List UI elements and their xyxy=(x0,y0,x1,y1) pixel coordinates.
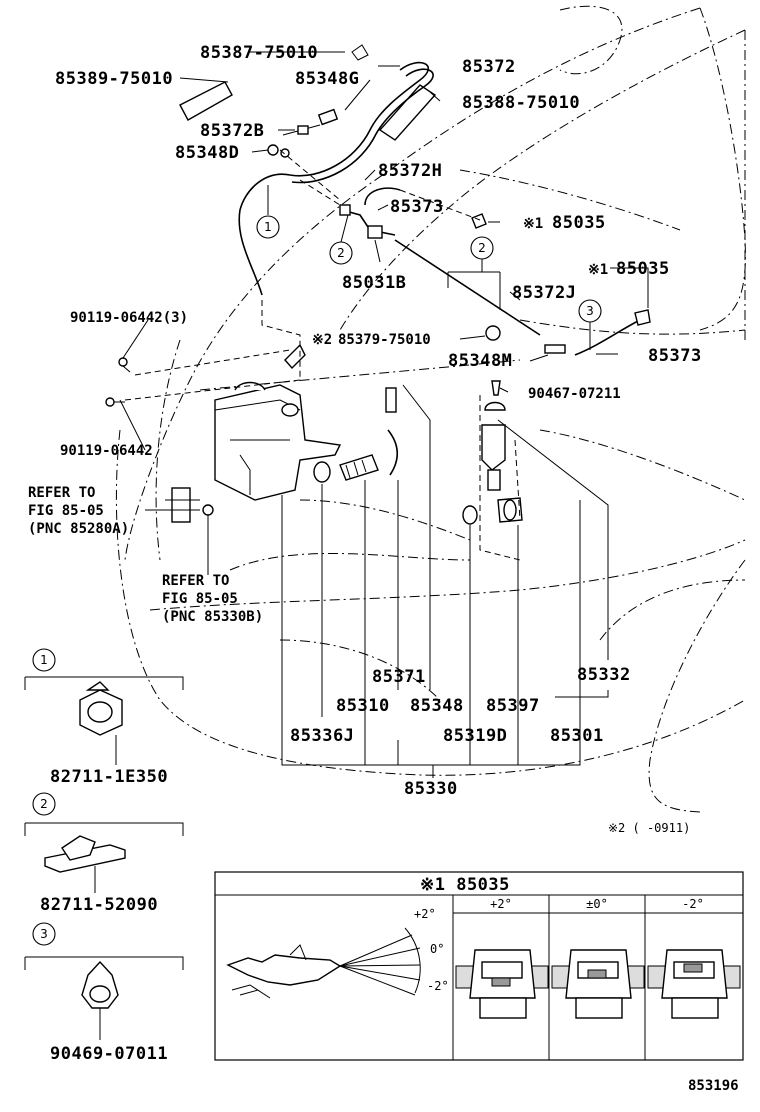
label-90467-07211: 90467-07211 xyxy=(528,386,621,402)
label-85389-75010: 85389-75010 xyxy=(55,69,173,89)
callout-1: 1 xyxy=(256,185,280,239)
label-85372B: 85372B xyxy=(200,121,264,141)
svg-text:2: 2 xyxy=(40,797,48,811)
svg-text:3: 3 xyxy=(586,304,594,318)
label-85319D: 85319D xyxy=(443,726,507,746)
label-85031B: 85031B xyxy=(342,273,406,293)
connector-85372B xyxy=(282,124,321,136)
label-85035-upper: 85035 xyxy=(552,213,606,233)
clip-82711-52090-drawing xyxy=(44,835,126,873)
svg-text:1: 1 xyxy=(40,653,48,667)
label-85310: 85310 xyxy=(336,696,390,716)
label-85348: 85348 xyxy=(410,696,464,716)
inset-angle-plus2: +2° xyxy=(414,907,436,921)
clip-90469-07011-drawing xyxy=(81,960,119,1009)
washer-nozzle-85035-right xyxy=(634,309,651,326)
label-85397: 85397 xyxy=(486,696,540,716)
svg-text:3: 3 xyxy=(40,927,48,941)
clip-82711-1E350-drawing xyxy=(79,681,123,736)
svg-text:2: 2 xyxy=(478,241,486,255)
level-sensor-85332 xyxy=(481,401,506,491)
label-85372: 85372 xyxy=(462,57,516,77)
joint-85031B xyxy=(339,204,383,239)
refer-85280A-line1: REFER TO xyxy=(28,485,95,501)
grommet-85336J xyxy=(313,461,331,483)
hose-85372H xyxy=(364,187,401,206)
label-85373-right: 85373 xyxy=(648,346,702,366)
inset-col-minus2: -2° xyxy=(682,897,704,911)
label-85332: 85332 xyxy=(577,665,631,685)
label-85379-75010: 85379-75010 xyxy=(338,332,431,348)
refer-85280A-line3: (PNC 85280A) xyxy=(28,521,129,537)
motor-85397 xyxy=(497,497,523,523)
washer-tank-85301 xyxy=(214,343,342,501)
figure-id: 853196 xyxy=(688,1078,739,1094)
label-85371: 85371 xyxy=(372,667,426,687)
clip-panel-2: 2 82711-52090 xyxy=(24,792,184,915)
label-90119-06442-3: 90119-06442(3) xyxy=(70,310,188,326)
hose-85372J xyxy=(394,239,541,336)
label-85336J: 85336J xyxy=(290,726,354,746)
refer-85280A-line2: FIG 85-05 xyxy=(28,503,104,519)
label-85348D: 85348D xyxy=(175,143,239,163)
svg-text:2: 2 xyxy=(337,246,345,260)
hose-85389 xyxy=(179,81,233,121)
label-85388-75010: 85388-75010 xyxy=(462,93,580,113)
inset-panel-plus2 xyxy=(455,949,549,1019)
label-82711-1E350: 82711-1E350 xyxy=(50,767,168,787)
callout-3: 3 xyxy=(578,299,602,350)
note-star2-range: ※2 ( -0911) xyxy=(608,821,690,835)
inset-panel-zero xyxy=(551,949,645,1019)
label-85301: 85301 xyxy=(550,726,604,746)
washer-pump-85280A xyxy=(165,487,214,523)
mark-star2: ※2 xyxy=(312,332,332,348)
svg-text:1: 1 xyxy=(264,220,272,234)
inset-panel-minus2 xyxy=(647,949,741,1019)
label-85372H: 85372H xyxy=(378,161,442,181)
inset-title: ※1 85035 xyxy=(420,875,510,895)
inset-col-zero: ±0° xyxy=(586,897,608,911)
bolt-90119-upper xyxy=(118,357,131,373)
connector-85348G xyxy=(317,108,339,126)
inset-angle-zero: 0° xyxy=(430,942,444,956)
label-82711-52090: 82711-52090 xyxy=(40,895,158,915)
label-90469-07011: 90469-07011 xyxy=(50,1044,168,1064)
label-85330: 85330 xyxy=(404,779,458,799)
label-85387-75010: 85387-75010 xyxy=(200,43,318,63)
label-85348M: 85348M xyxy=(448,351,512,371)
inset-nozzle-adjustment: ※1 85035 +2° ±0° -2° +2° 0° -2° xyxy=(214,871,744,1061)
inset-angle-minus2: -2° xyxy=(427,979,449,993)
clip-panel-3: 3 90469-07011 xyxy=(24,922,184,1064)
hose-85388 xyxy=(378,84,437,141)
callout-2b: 2 xyxy=(447,236,501,310)
strainer-85310 xyxy=(339,454,379,481)
label-90119-06442: 90119-06442 xyxy=(60,443,153,459)
mark-star1-b: ※1 xyxy=(588,262,608,278)
clip-85387 xyxy=(351,44,369,61)
clip-90467 xyxy=(491,380,501,396)
grommet-85319D xyxy=(462,505,478,525)
label-85372J: 85372J xyxy=(512,283,576,303)
label-85348G: 85348G xyxy=(295,69,359,89)
leader-lines xyxy=(119,51,649,778)
refer-85330B-line1: REFER TO xyxy=(162,573,229,589)
inset-nozzle-drawing xyxy=(226,927,421,999)
car-body-outline xyxy=(115,5,746,813)
bolt-90119-lower xyxy=(105,397,125,407)
hose-85372 xyxy=(238,61,434,296)
refer-85330B-line2: FIG 85-05 xyxy=(162,591,238,607)
clip-panel-1: 1 82711-1E350 xyxy=(24,648,184,787)
label-85035-right: 85035 xyxy=(616,259,670,279)
refer-85330B-line3: (PNC 85330B) xyxy=(162,609,263,625)
mark-star1-a: ※1 xyxy=(523,216,543,232)
hose-85371 xyxy=(385,387,399,476)
label-85373-upper: 85373 xyxy=(390,197,444,217)
connector-85348M xyxy=(485,325,566,354)
washer-nozzle-85035-upper xyxy=(471,213,487,229)
inset-col-plus2: +2° xyxy=(490,897,512,911)
check-valve-85348D xyxy=(267,144,290,158)
callout-2a: 2 xyxy=(329,214,353,265)
hose-85373-right xyxy=(574,319,641,356)
